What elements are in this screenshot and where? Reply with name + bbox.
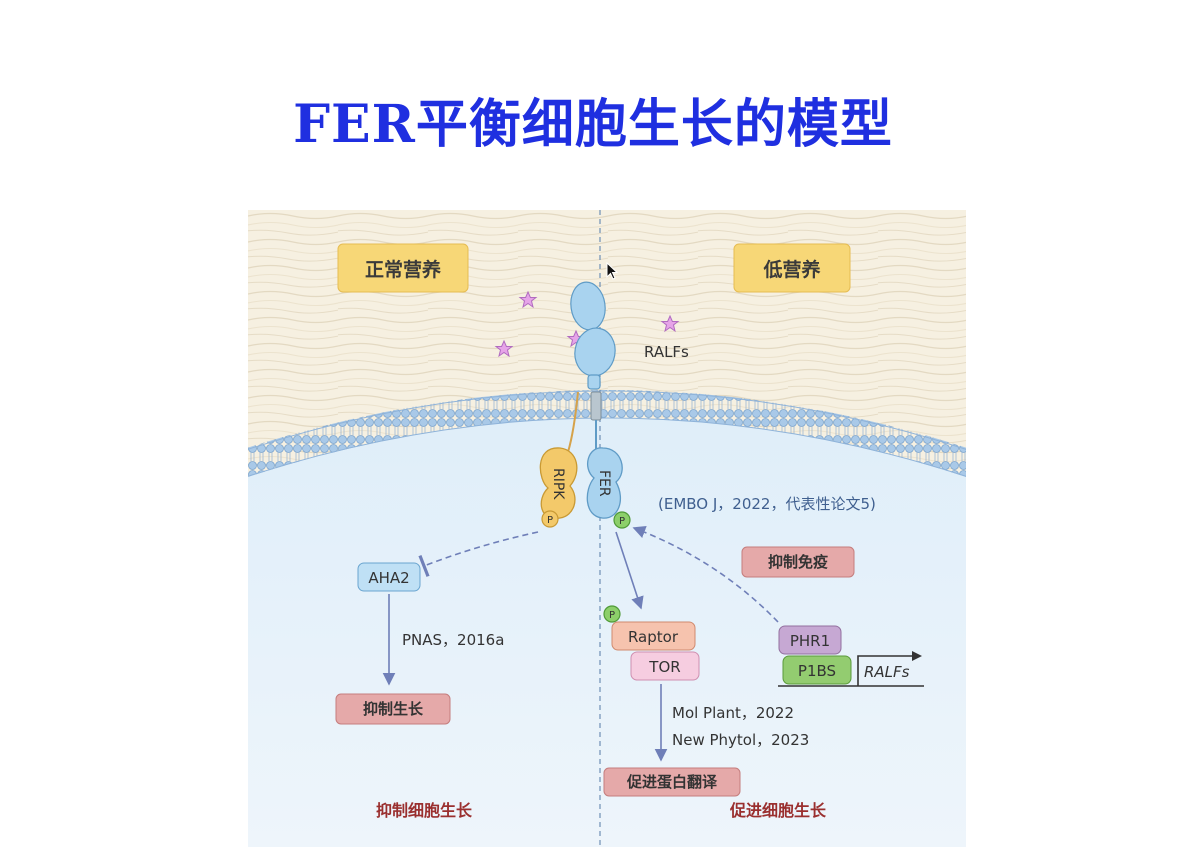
citation-pnas: PNAS，2016a: [402, 631, 504, 649]
right-outcome-label: 促进细胞生长: [729, 801, 827, 820]
fer-phosphate-icon: P: [613, 511, 631, 529]
citation-molplant: Mol Plant，2022: [672, 704, 794, 722]
fer-to-raptor-arrow: [615, 531, 644, 610]
fer-model-diagram: 正常营养 低营养 RALFs RIPK FER P P (EMBO J，2022…: [248, 210, 966, 847]
cytoplasm-region: [248, 417, 966, 847]
svg-text:RIPK: RIPK: [550, 468, 566, 500]
svg-text:低营养: 低营养: [762, 258, 820, 281]
ralfs-gene: RALFs: [778, 651, 924, 687]
svg-text:RALFs: RALFs: [864, 663, 910, 681]
normal-nutrition-label: 正常营养: [337, 243, 469, 293]
slide-title: FER平衡细胞生长的模型: [293, 94, 893, 155]
svg-text:正常营养: 正常营养: [365, 258, 441, 281]
raptor-phosphate-icon: P: [603, 605, 621, 623]
svg-text:抑制免疫: 抑制免疫: [768, 553, 828, 571]
ripk-anchor: [567, 391, 579, 453]
citation-newphytol: New Phytol，2023: [672, 731, 809, 749]
svg-text:Raptor: Raptor: [628, 628, 679, 646]
svg-text:AHA2: AHA2: [368, 569, 409, 587]
plasma-membrane: [248, 390, 966, 478]
svg-text:P1BS: P1BS: [798, 662, 836, 680]
phr1-feedback-arrow: [632, 526, 779, 623]
ripk-kinase: RIPK: [539, 447, 578, 520]
svg-text:TOR: TOR: [648, 658, 680, 676]
svg-text:抑制生长: 抑制生长: [363, 700, 424, 718]
left-outcome-label: 抑制细胞生长: [376, 801, 473, 820]
ralfs-label: RALFs: [644, 343, 689, 361]
fer-kinase: FER: [586, 447, 623, 519]
svg-text:P: P: [619, 516, 625, 527]
tor-protein: TOR: [630, 651, 700, 681]
inhibit-growth-box: 抑制生长: [335, 693, 451, 725]
inhibition-arrow: [418, 531, 539, 578]
ripk-phosphate-icon: P: [541, 510, 559, 528]
svg-text:PHR1: PHR1: [790, 632, 830, 650]
phr1-protein: PHR1: [778, 625, 842, 655]
suppress-immunity-box: 抑制免疫: [741, 546, 855, 578]
low-nutrition-label: 低营养: [733, 243, 851, 293]
svg-text:P: P: [547, 515, 553, 526]
aha2-protein: AHA2: [357, 562, 421, 592]
fer-extracellular-domain: [570, 281, 616, 390]
p1bs-element: P1BS: [782, 655, 852, 685]
ralf-peptide-star-icon: [494, 290, 680, 358]
svg-text:促进蛋白翻译: 促进蛋白翻译: [626, 773, 718, 791]
svg-text:FER: FER: [596, 470, 612, 497]
mouse-cursor-icon: [606, 262, 619, 280]
fer-transmembrane-segment: [590, 391, 602, 421]
promote-translation-box: 促进蛋白翻译: [603, 767, 741, 797]
svg-text:P: P: [609, 610, 615, 621]
citation-embo: (EMBO J，2022，代表性论文5): [658, 495, 876, 513]
raptor-protein: Raptor: [611, 621, 696, 651]
